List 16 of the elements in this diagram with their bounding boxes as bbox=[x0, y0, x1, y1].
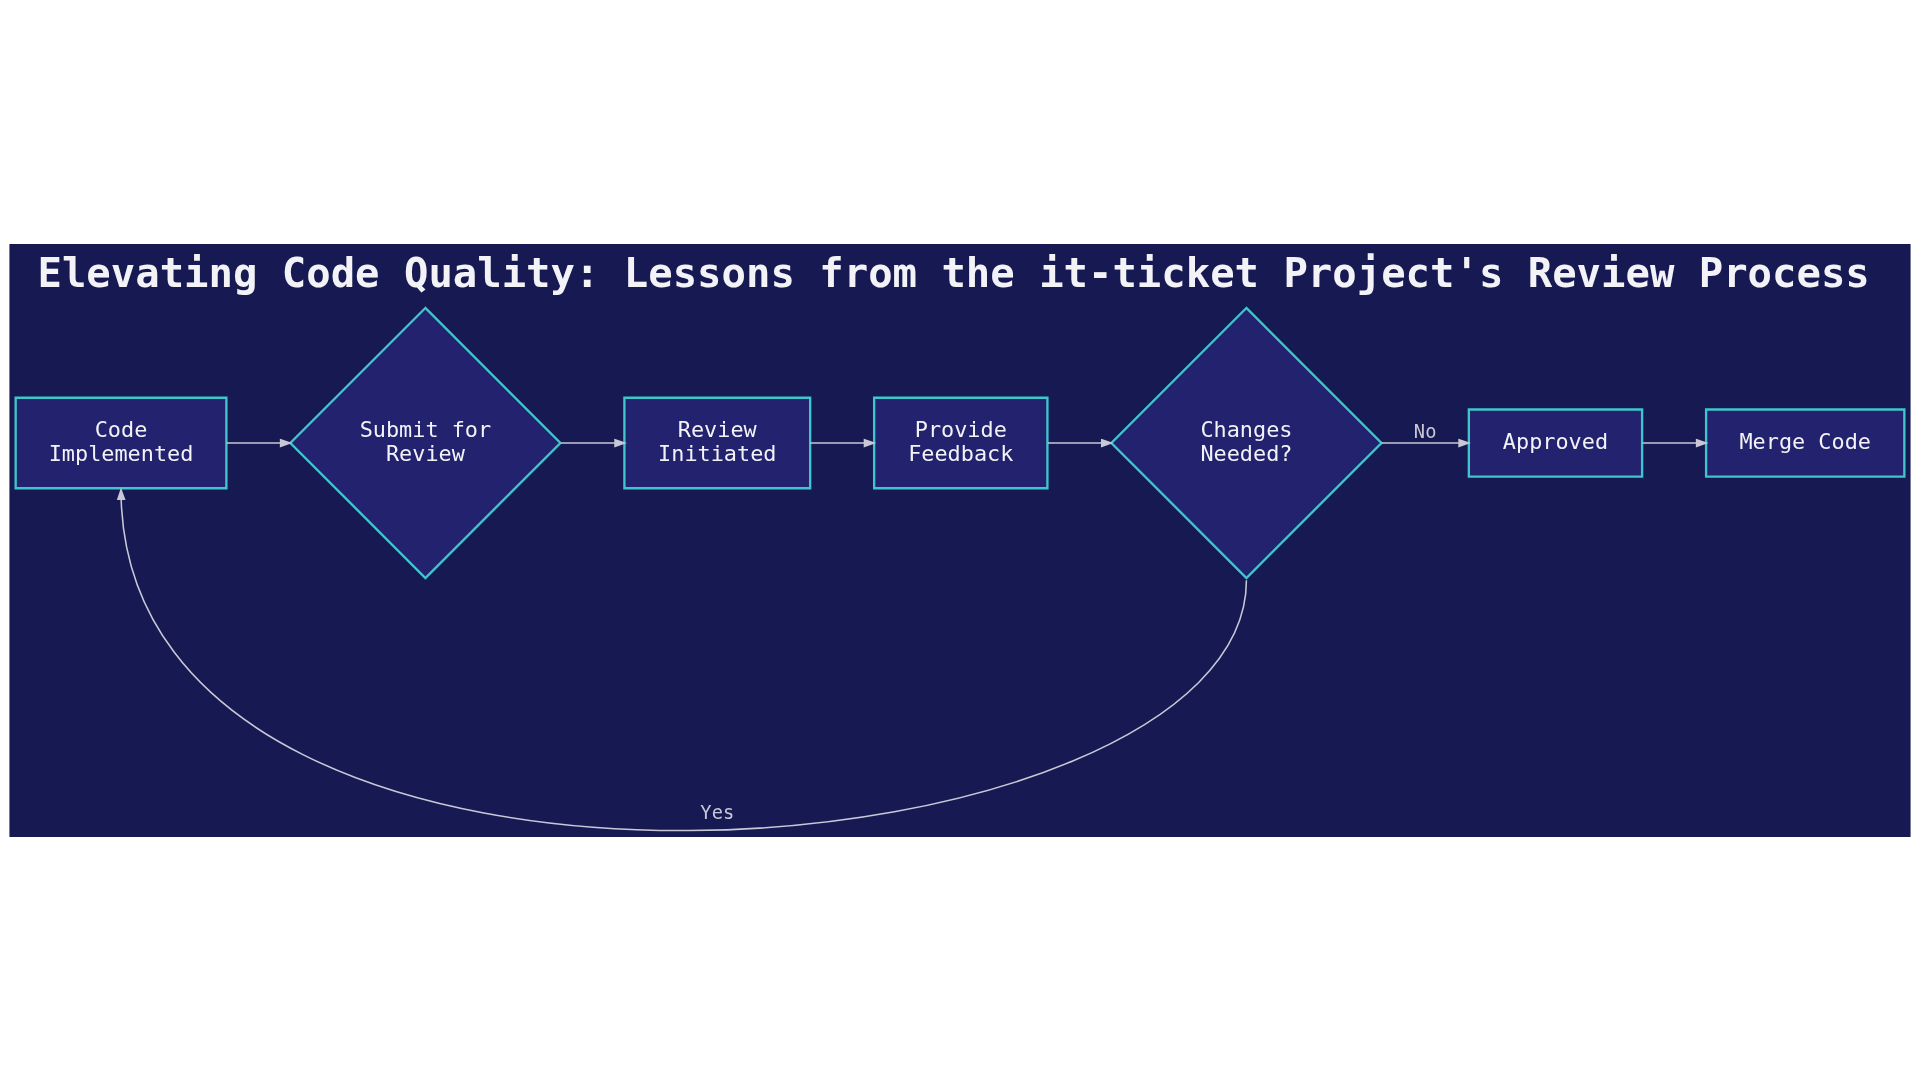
node-diamond: Changes Needed? bbox=[1109, 305, 1384, 580]
node-box: Code Implemented bbox=[14, 396, 228, 489]
node-box: Review Initiated bbox=[623, 396, 812, 489]
edge-label: Yes bbox=[700, 801, 735, 823]
node-box: Provide Feedback bbox=[873, 396, 1049, 489]
arrow bbox=[1380, 438, 1471, 447]
node-box: Merge Code bbox=[1704, 407, 1906, 478]
node-box: Approved bbox=[1467, 407, 1644, 478]
edge-label: No bbox=[1413, 420, 1437, 442]
arrow bbox=[1047, 438, 1114, 447]
arrow bbox=[809, 438, 877, 447]
diagram-title: Elevating Code Quality: Lessons from the it-ticket Project's Review Process bbox=[37, 248, 1870, 297]
arrow bbox=[225, 438, 293, 447]
arrow bbox=[560, 438, 627, 447]
arrow bbox=[1641, 438, 1709, 447]
node-diamond: Submit for Review bbox=[288, 305, 563, 580]
